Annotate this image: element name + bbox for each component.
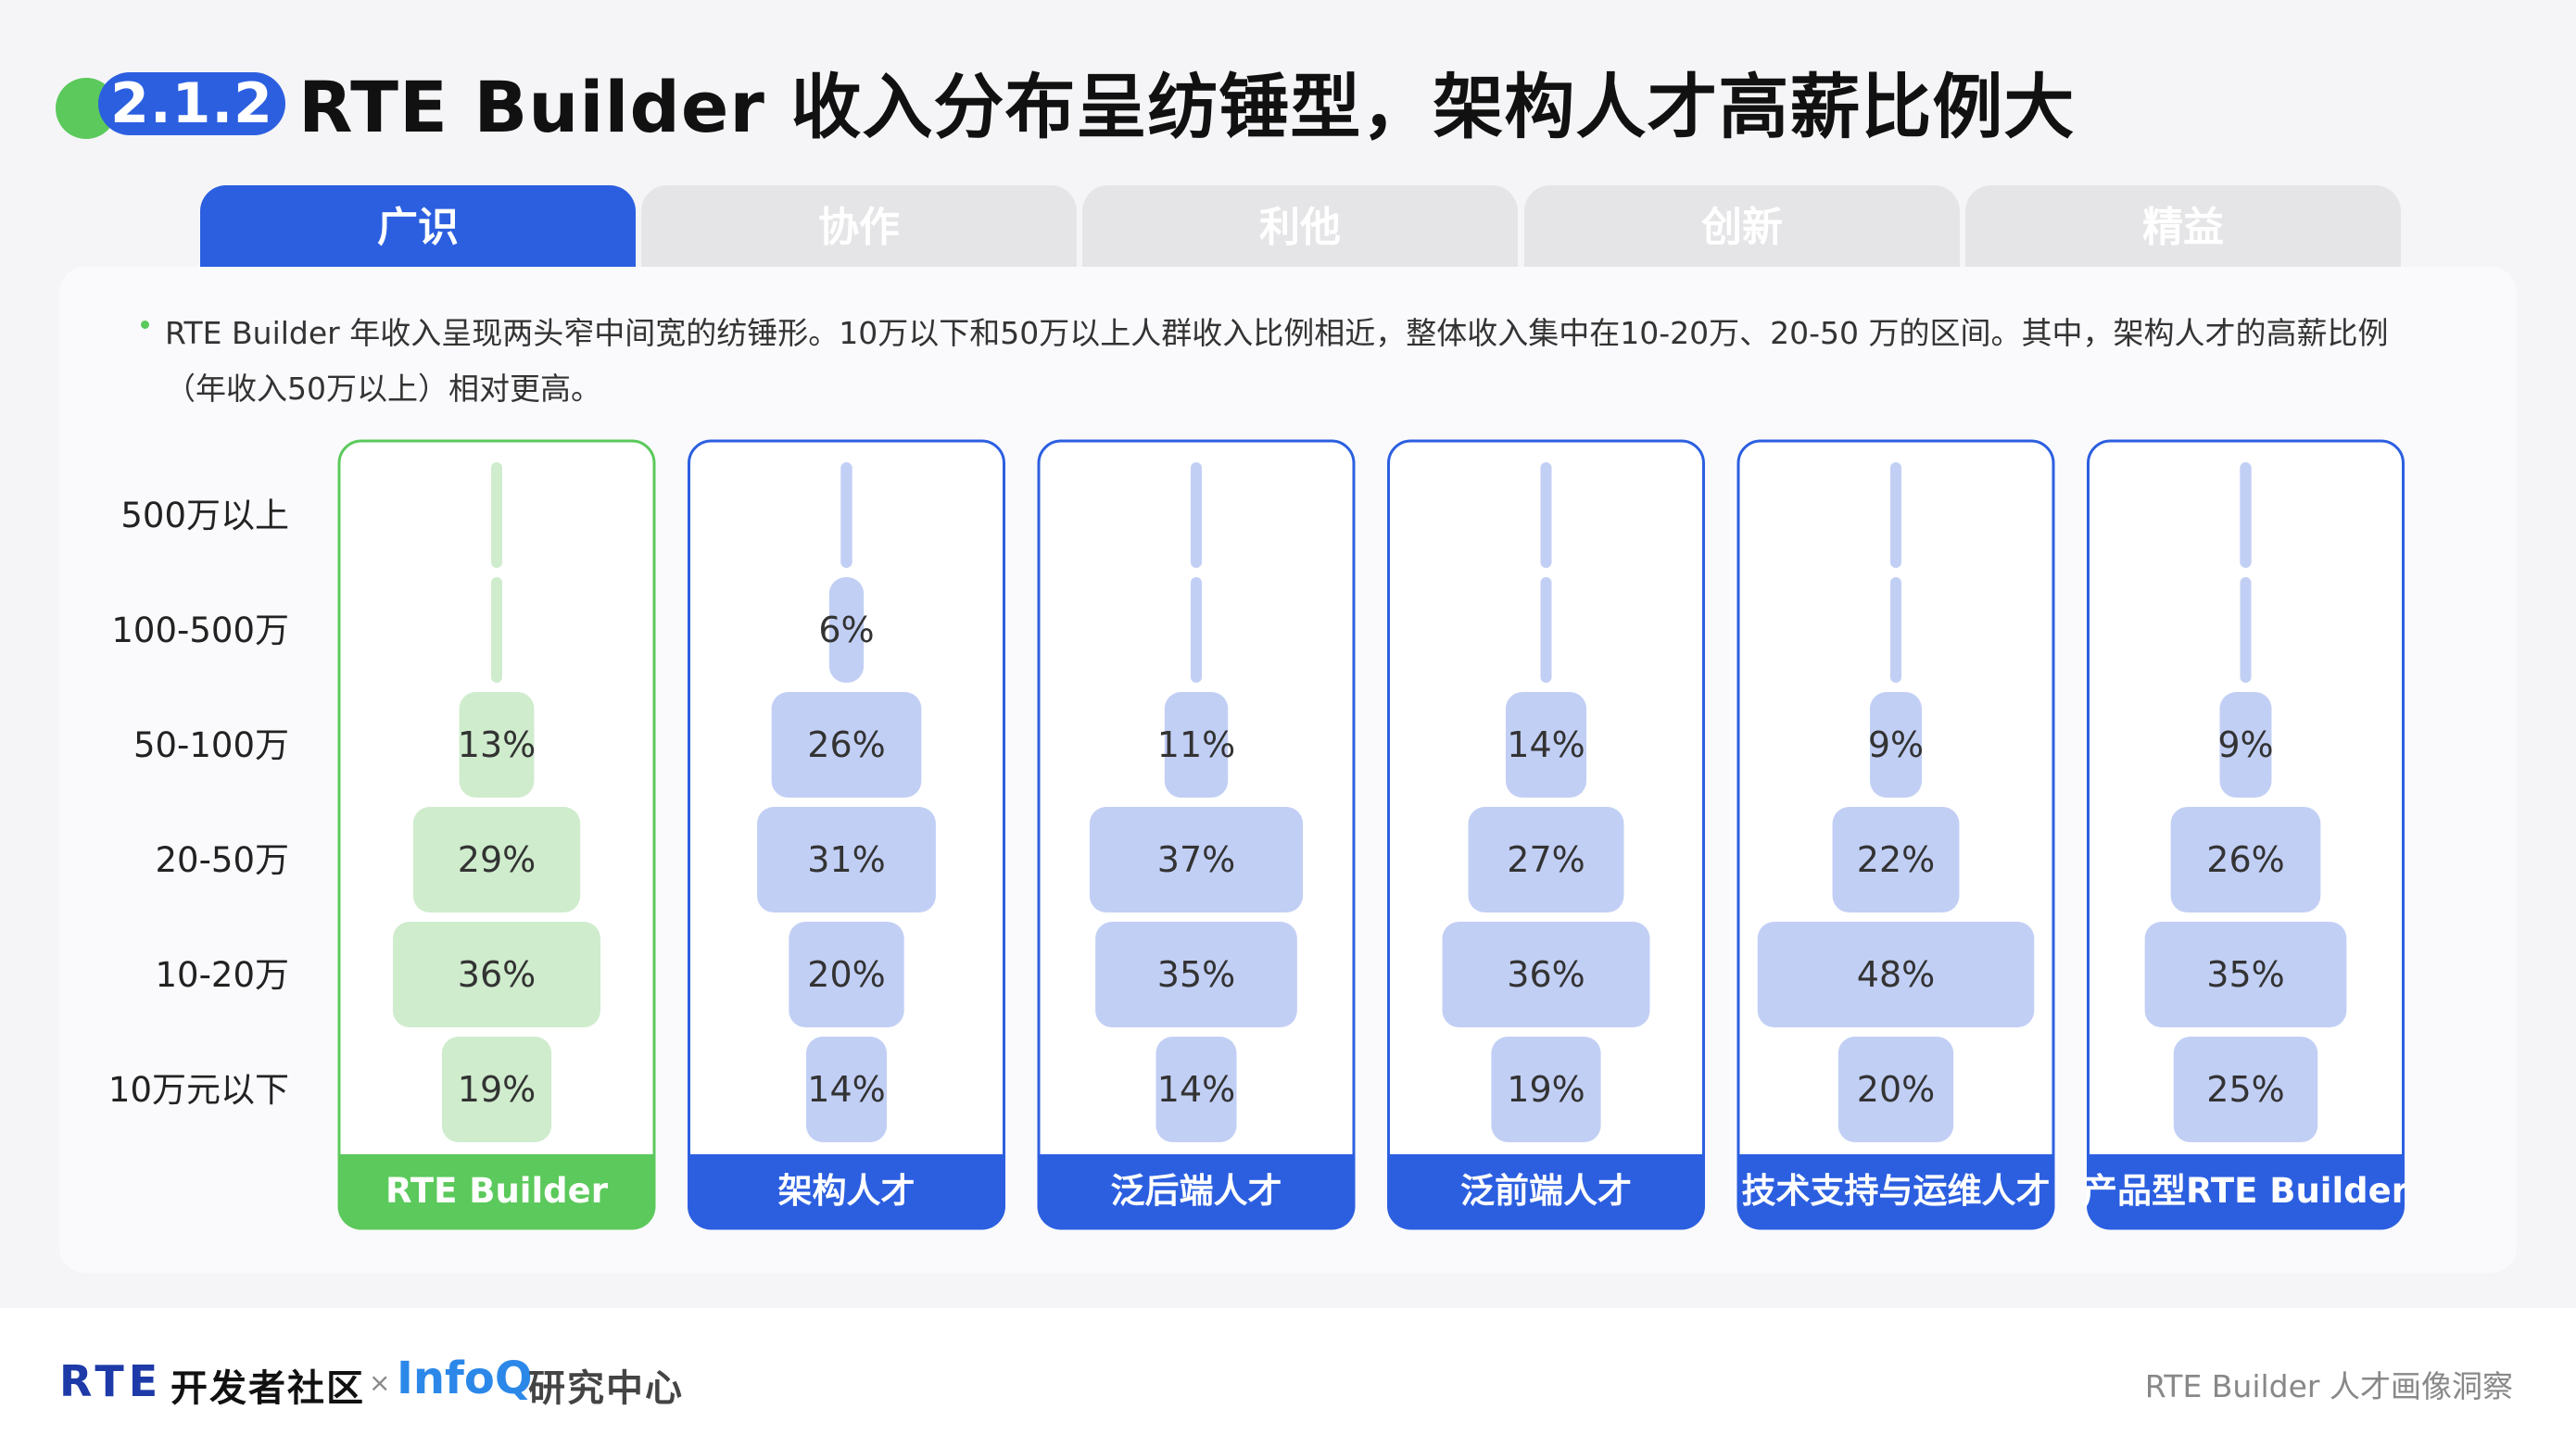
bar [2240,462,2252,568]
row-label: 500万以上 [120,496,289,535]
series-label: 泛前端人才 [1460,1171,1632,1211]
bar [491,462,502,568]
data-label: 13% [458,724,536,765]
bar [1832,807,1960,912]
page-title: RTE Builder 收入分布呈纺锤型，架构人才高薪比例大 [298,66,2076,148]
data-label: 36% [458,954,536,995]
data-label: 37% [1157,839,1235,880]
series-footer [688,1154,1004,1228]
data-label: 9% [2217,724,2273,765]
bar [1468,807,1624,912]
footer-report-title: RTE Builder 人才画像洞察 [2144,1368,2513,1404]
bar [1540,462,1552,568]
data-label: 35% [1157,954,1235,995]
data-label: 9% [1868,724,1924,765]
row-label: 10-20万 [155,955,289,995]
infoq-logo-text: 研究中心 [528,1367,684,1410]
data-label: 35% [2206,954,2284,995]
data-label: 27% [1507,839,1585,880]
section-number-badge: 2.1.2 [98,72,285,135]
data-label: 20% [1857,1069,1935,1110]
bar [393,922,600,1027]
series-label: 技术支持与运维人才 [1742,1171,2051,1211]
bar [1870,692,1922,798]
row-label: 100-500万 [111,610,289,650]
data-label: 19% [458,1069,536,1110]
data-label: 26% [807,724,885,765]
series-label: 泛后端人才 [1111,1171,1282,1211]
series-label: 产品型RTE Builder [2083,1171,2409,1211]
row-label: 50-100万 [133,725,289,765]
data-label: 36% [1507,954,1585,995]
bar [805,1037,888,1142]
bar [789,922,904,1027]
bar [1837,1037,1954,1142]
data-label: 48% [1857,954,1935,995]
bar [1089,807,1304,912]
bullet-icon [141,321,149,329]
data-label: 14% [1157,1069,1235,1110]
series-footer [339,1154,654,1228]
bar [1164,692,1229,798]
tab-chuangxin[interactable]: 创新 [1524,185,1960,267]
bar [1491,1037,1601,1142]
bar [1191,462,1202,568]
bar [1191,577,1202,683]
tab-guangshi[interactable]: 广识 [200,185,636,267]
bar [840,462,852,568]
bar [2144,922,2347,1027]
bar [757,807,936,912]
bar [1155,1037,1237,1142]
bar [1505,692,1587,798]
data-label: 11% [1157,724,1235,765]
data-label: 31% [807,839,885,880]
series-label: 架构人才 [778,1171,915,1211]
bar [828,577,865,683]
footer [0,1308,2576,1447]
data-label: 14% [1507,724,1585,765]
bar [771,692,922,798]
bar [1890,577,1901,683]
data-label: 6% [818,610,874,650]
data-label: 25% [2206,1069,2284,1110]
tab-xiezuo[interactable]: 协作 [641,185,1077,267]
bar [1095,922,1297,1027]
bar [2219,692,2272,798]
row-label: 10万元以下 [108,1070,289,1110]
bar [1890,462,1901,568]
tab-jingyi[interactable]: 精益 [1965,185,2401,267]
bar [2173,1037,2318,1142]
rte-logo: RTE [59,1356,163,1406]
bar [1757,922,2035,1027]
bar [1442,922,1650,1027]
bar [491,577,502,683]
row-label: 20-50万 [155,840,289,880]
tab-lita[interactable]: 利他 [1082,185,1518,267]
series-footer [1388,1154,1704,1228]
bar [459,692,535,798]
logo-separator: × [369,1367,391,1398]
data-label: 19% [1507,1069,1585,1110]
infoq-logo: InfoQ [397,1353,533,1404]
series-footer [2088,1154,2404,1228]
description-text: RTE Builder 年收入呈现两头窄中间宽的纺锤形。10万以下和50万以上人… [165,315,2389,407]
data-label: 20% [807,954,885,995]
series-footer [1039,1154,1354,1228]
data-label: 22% [1857,839,1935,880]
data-label: 29% [458,839,536,880]
bar [1540,577,1552,683]
bar [2170,807,2321,912]
bar [412,807,581,912]
data-label: 14% [807,1069,885,1110]
series-footer [1738,1154,2053,1228]
rte-logo-text: 开发者社区 [170,1367,365,1410]
data-label: 26% [2206,839,2284,880]
series-label: RTE Builder [385,1171,609,1211]
bar [2240,577,2252,683]
bar [441,1037,552,1142]
